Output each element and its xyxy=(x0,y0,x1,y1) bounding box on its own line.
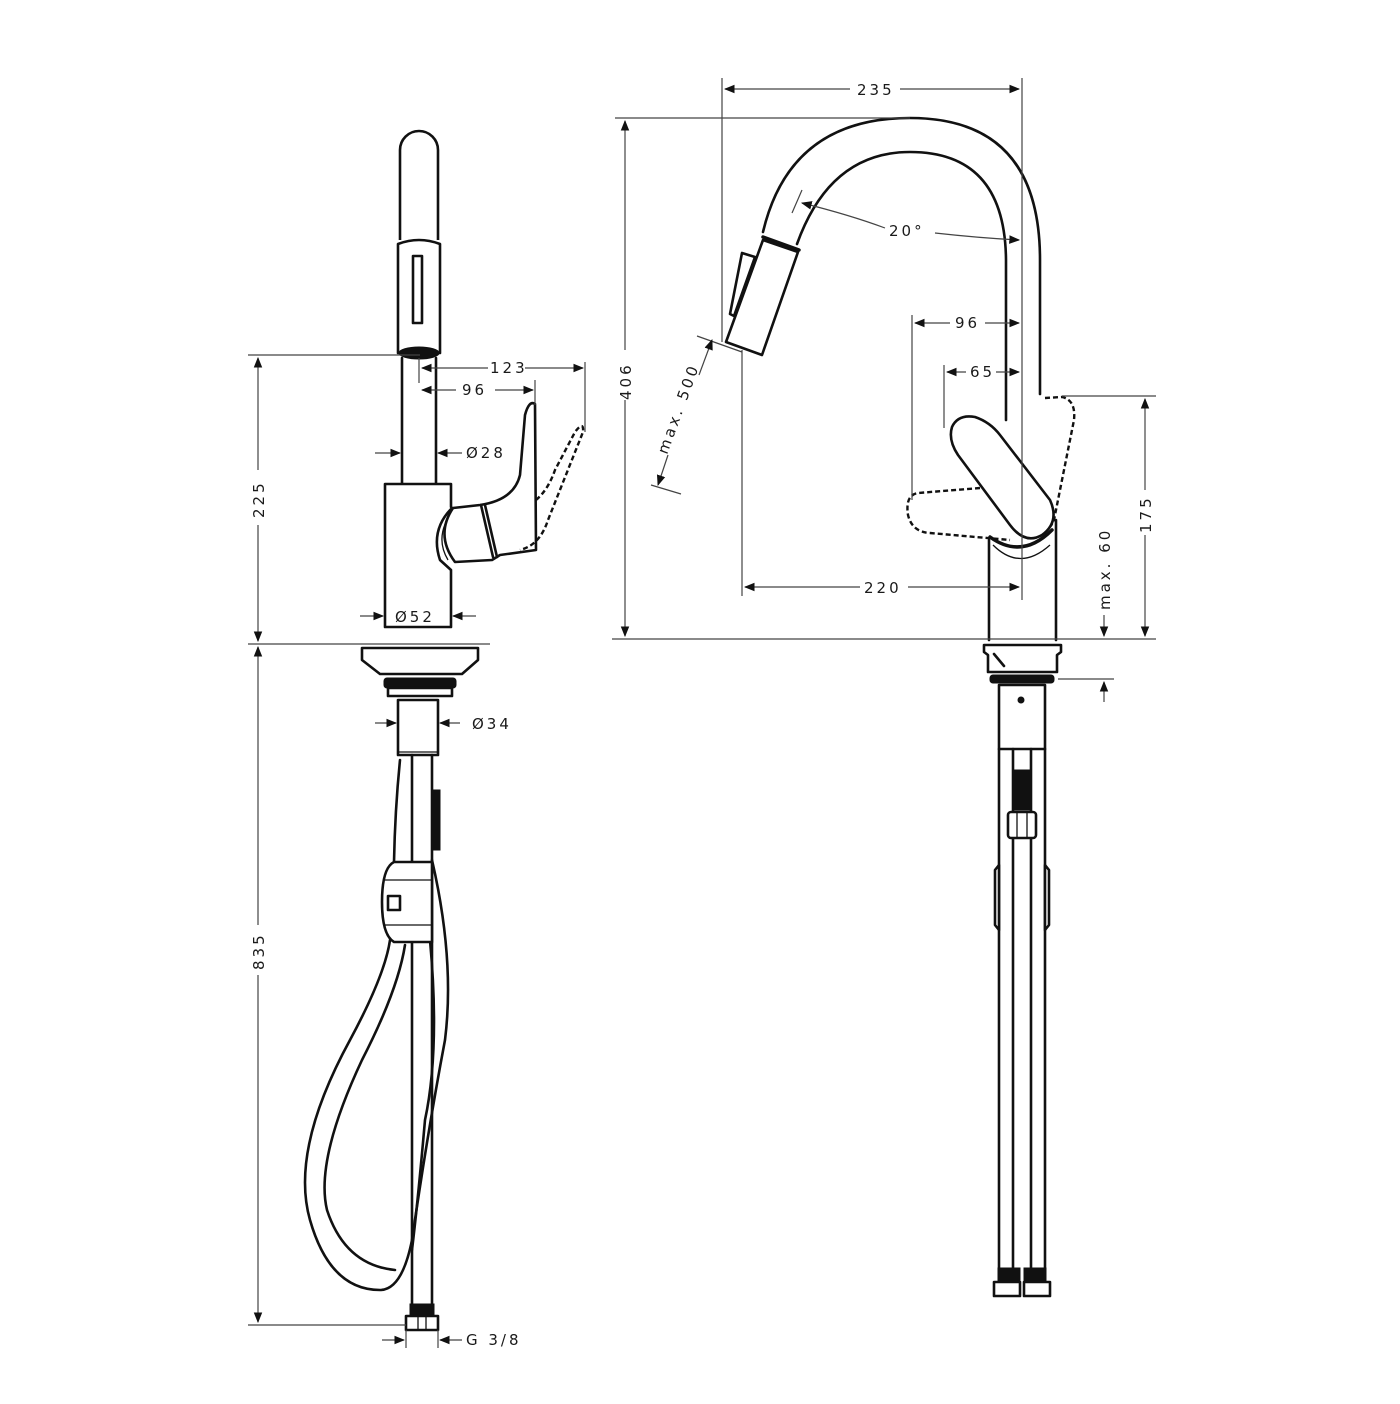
dim-o52: Ø52 xyxy=(395,608,435,626)
dim-65: 65 xyxy=(970,363,995,381)
supply-line xyxy=(404,753,441,1332)
dim-220: 220 xyxy=(864,579,902,597)
supply-lines xyxy=(992,747,1052,1298)
dim-123: 123 xyxy=(490,359,528,377)
dim-96: 96 xyxy=(462,381,487,399)
dim-max500: max. 500 xyxy=(654,361,703,456)
hose-weight-icon xyxy=(380,860,434,944)
dim-g38: G 3/8 xyxy=(466,1331,522,1349)
dim-235: 235 xyxy=(857,81,895,99)
arched-spout xyxy=(761,116,1042,422)
deck-mount xyxy=(982,643,1063,751)
spray-head-icon xyxy=(724,238,800,357)
lever-handle xyxy=(906,395,1076,542)
right-front-view: 235 406 20° max. 500 96 65 220 175 max. … xyxy=(612,78,1156,1298)
dim-406: 406 xyxy=(617,362,635,400)
dim-175: 175 xyxy=(1137,495,1155,533)
dim-20deg: 20° xyxy=(889,222,925,240)
left-dimensions xyxy=(248,354,586,1348)
right-dimension-labels: 235 406 20° max. 500 96 65 220 175 max. … xyxy=(617,81,1155,610)
right-dimensions xyxy=(612,78,1156,702)
pull-out-hose-loop xyxy=(303,758,450,1292)
dim-max60: max. 60 xyxy=(1096,528,1114,610)
spray-head-icon xyxy=(396,129,442,360)
dim-225: 225 xyxy=(250,480,268,518)
left-side-view: 123 96 Ø28 Ø52 Ø34 G 3/8 225 835 xyxy=(248,129,586,1349)
lever-handle xyxy=(443,401,585,564)
dim-o34: Ø34 xyxy=(472,715,512,733)
dim-96: 96 xyxy=(955,314,980,332)
spout-tube xyxy=(400,356,438,486)
dim-o28: Ø28 xyxy=(466,444,506,462)
deck-mount xyxy=(360,646,480,757)
faucet-body xyxy=(383,482,456,629)
left-dimension-labels: 123 96 Ø28 Ø52 Ø34 G 3/8 225 835 xyxy=(250,359,528,1349)
dim-835: 835 xyxy=(250,932,268,970)
